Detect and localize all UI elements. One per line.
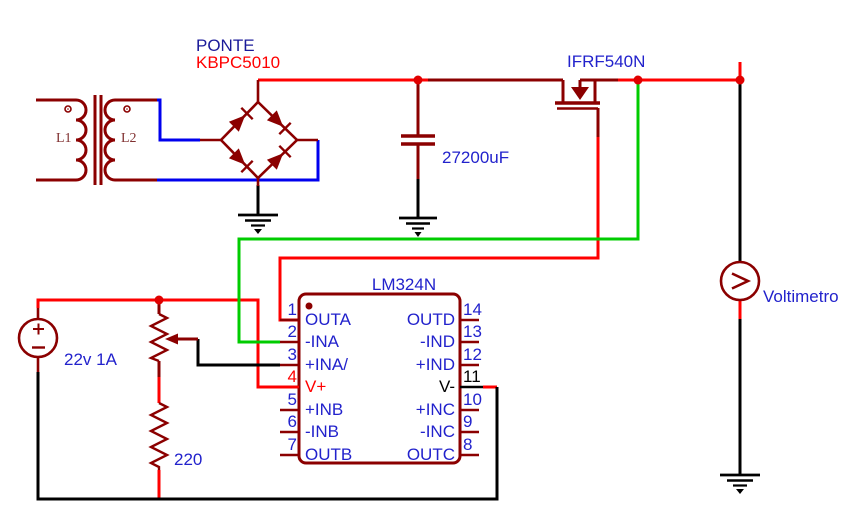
- bridge-ref-label[interactable]: PONTE: [196, 36, 255, 55]
- pin-label: +INB: [305, 400, 344, 419]
- resistor-value-label[interactable]: 220: [174, 450, 203, 469]
- pin-number: 13: [463, 322, 482, 341]
- pin-number: 2: [287, 322, 297, 341]
- pin-number: 6: [287, 412, 297, 431]
- pin-label: V-: [438, 377, 455, 396]
- junction-dot: [154, 75, 745, 305]
- pin-number: 7: [287, 435, 297, 454]
- primary-winding-label: L1: [56, 131, 72, 146]
- ac-secondary-wires[interactable]: [157, 98, 320, 182]
- wiper-arrow: [165, 333, 178, 345]
- pin-label: -INC: [420, 422, 455, 441]
- dc-source[interactable]: [17, 308, 59, 372]
- pin-label: OUTA: [305, 310, 351, 329]
- ground-symbol[interactable]: [238, 213, 278, 234]
- ground-symbol[interactable]: [720, 473, 760, 494]
- pin-label: OUTC: [406, 445, 455, 464]
- pin-label: V+: [305, 377, 327, 396]
- capacitor-value-label[interactable]: 27200uF: [442, 148, 510, 167]
- opamp-ic[interactable]: [280, 292, 483, 465]
- pin-label: OUTB: [305, 445, 353, 464]
- pin-label: +INA/: [305, 355, 348, 374]
- pin-number: 4: [287, 367, 297, 386]
- resistor-220[interactable]: [148, 401, 170, 470]
- pin-number: 1: [287, 300, 297, 319]
- mosfet-body-arrow: [571, 87, 589, 100]
- secondary-winding-label: L2: [121, 131, 137, 146]
- pin-label: OUTD: [406, 310, 455, 329]
- polarity-dot: [64, 105, 72, 113]
- filter-capacitor[interactable]: [401, 80, 435, 179]
- pin-number: 8: [463, 435, 473, 454]
- pin-label: -INB: [305, 422, 339, 441]
- primary-winding: [36, 98, 88, 182]
- bridge-rectifier[interactable]: [200, 80, 318, 186]
- pin-number: 10: [463, 390, 482, 409]
- bridge-diode: [228, 110, 284, 170]
- pin-label: +IND: [415, 355, 455, 374]
- pin1-indicator-dot: [305, 302, 313, 310]
- mosfet[interactable]: [428, 78, 618, 137]
- ground-return-wires[interactable]: [36, 84, 742, 501]
- mosfet-part-label[interactable]: IFRF540N: [567, 52, 646, 71]
- feedback-wire[interactable]: [237, 84, 640, 344]
- pin-number: 14: [463, 300, 482, 319]
- pin-number: 11: [463, 367, 481, 386]
- ground-symbol[interactable]: [399, 216, 437, 237]
- positive-rail-wire[interactable]: [258, 62, 742, 82]
- plus-symbol: [33, 323, 44, 335]
- vplus-wire[interactable]: [36, 298, 742, 499]
- opamp-part-label[interactable]: LM324N: [371, 275, 437, 294]
- pin-number: 3: [287, 345, 297, 364]
- pin-label: -INA: [305, 332, 339, 351]
- transformer[interactable]: [36, 95, 157, 185]
- bridge-part-label[interactable]: KBPC5010: [196, 53, 281, 72]
- voltmeter-glyph: [731, 272, 752, 290]
- pin-label: -IND: [420, 332, 455, 351]
- polarity-dot: [123, 105, 131, 113]
- pin-label: +INC: [415, 400, 455, 419]
- secondary-winding: [103, 98, 157, 182]
- pin-number: 9: [463, 412, 473, 431]
- voltmeter[interactable]: [719, 260, 761, 302]
- dc-source-value-label[interactable]: 22v 1A: [64, 350, 117, 369]
- voltmeter-label[interactable]: Voltimetro: [763, 287, 839, 306]
- pin-number: 12: [463, 345, 482, 364]
- potentiometer[interactable]: [148, 300, 198, 377]
- pin-number: 5: [287, 390, 297, 409]
